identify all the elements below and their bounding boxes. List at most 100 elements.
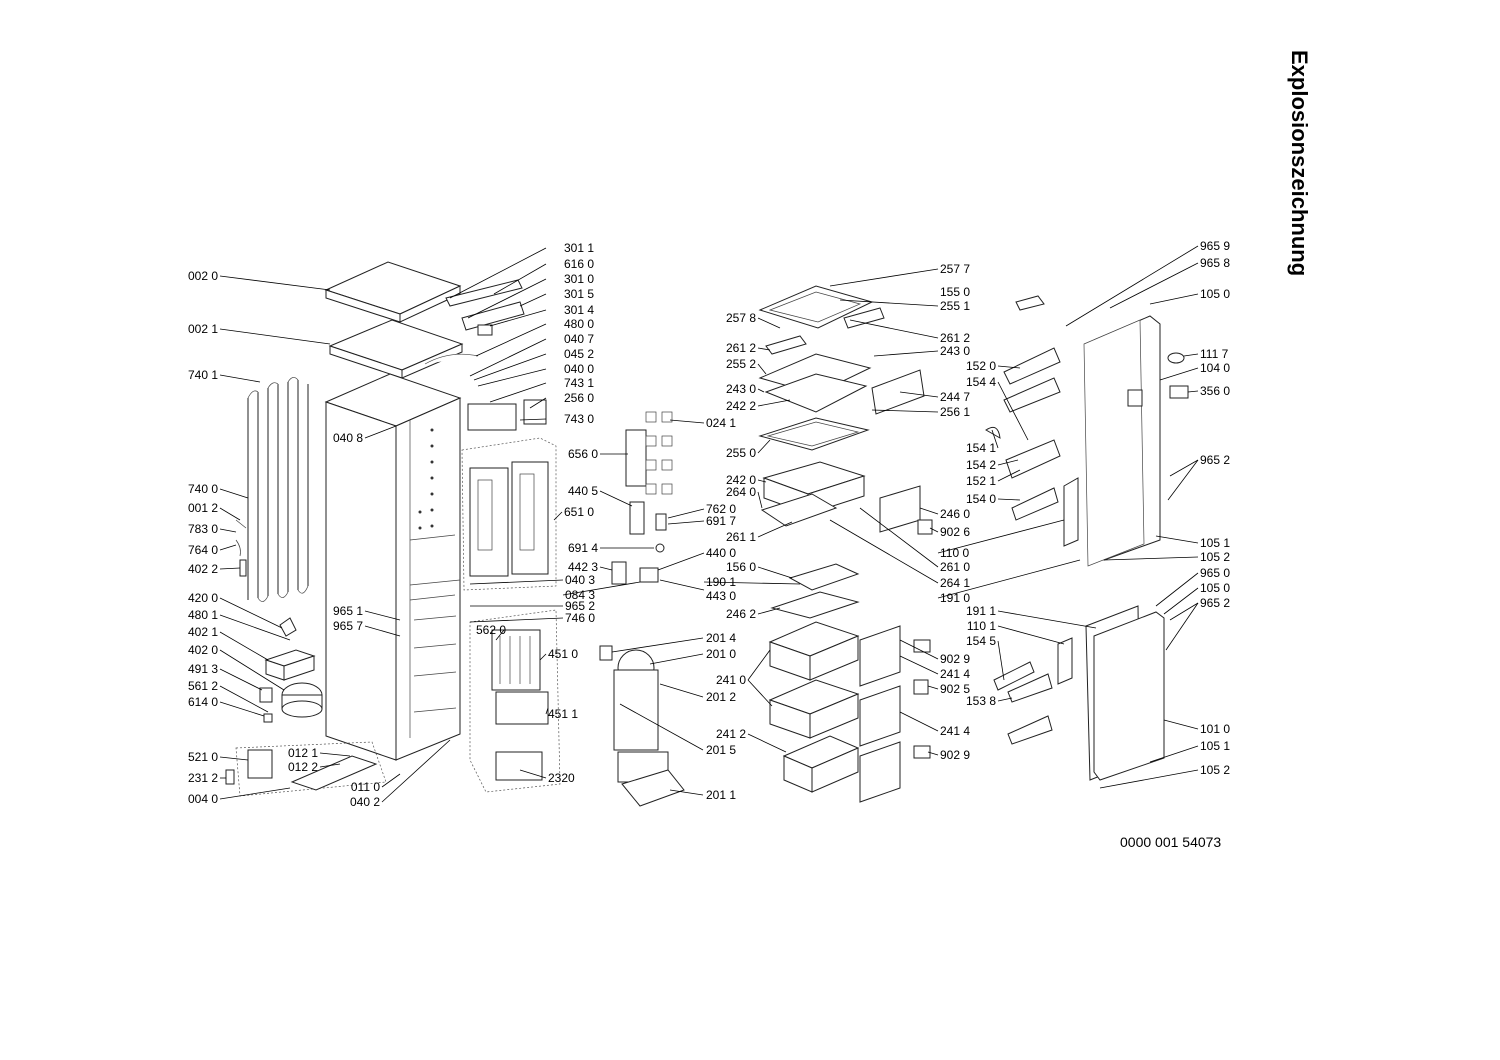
label-153-8: 153 8 <box>966 694 996 708</box>
label-965-7: 965 7 <box>333 619 363 633</box>
compressor <box>259 682 323 718</box>
label-154-0: 154 0 <box>966 492 996 506</box>
label-902-5: 902 5 <box>940 682 970 696</box>
label-451-1: 451 1 <box>548 707 578 721</box>
part-614-0 <box>263 713 273 723</box>
label-040-3: 040 3 <box>565 573 595 587</box>
label-256-0: 256 0 <box>564 391 594 405</box>
label-101-0: 101 0 <box>1200 722 1230 736</box>
part-762-0 <box>655 513 667 531</box>
label-246-2: 246 2 <box>726 607 756 621</box>
shelf-255-0 <box>758 417 870 451</box>
fan-201 <box>599 645 685 807</box>
control-housing-743 <box>467 399 547 431</box>
label-783-0: 783 0 <box>188 522 218 536</box>
label-2320: 2320 <box>548 771 575 785</box>
label-443-0: 443 0 <box>706 589 736 603</box>
part-402-2 <box>239 559 247 577</box>
label-301-0: 301 0 <box>564 272 594 286</box>
part-440-5 <box>629 501 645 535</box>
drawer-fronts-241-4 <box>859 625 901 803</box>
label-154-4: 154 4 <box>966 375 996 389</box>
label-301-4: 301 4 <box>564 303 594 317</box>
label-002-0: 002 0 <box>188 269 218 283</box>
label-105-1-lower: 105 1 <box>1200 739 1230 753</box>
label-154-2: 154 2 <box>966 458 996 472</box>
label-201-1: 201 1 <box>706 788 736 802</box>
part-902-9b <box>913 745 931 759</box>
label-257-7: 257 7 <box>940 262 970 276</box>
crisper-242-0 <box>760 461 866 527</box>
label-012-1: 012 1 <box>288 746 318 760</box>
label-201-5: 201 5 <box>706 743 736 757</box>
lower-door <box>1085 605 1165 781</box>
label-691-4: 691 4 <box>568 541 598 555</box>
label-241-2: 241 2 <box>716 727 746 741</box>
label-243-0-left: 243 0 <box>726 382 756 396</box>
label-231-2: 231 2 <box>188 771 218 785</box>
part-111-7 <box>1167 352 1185 364</box>
label-562-0: 562 0 <box>476 623 506 637</box>
top-cover-upper <box>324 261 462 323</box>
part-420-0 <box>279 617 297 637</box>
strip-301-0 <box>461 301 525 331</box>
label-356-0: 356 0 <box>1200 384 1230 398</box>
label-301-1: 301 1 <box>564 241 594 255</box>
parts-drawing <box>225 261 1189 807</box>
label-111-7: 111 7 <box>1200 347 1229 361</box>
label-480-1: 480 1 <box>188 608 218 622</box>
label-201-0: 201 0 <box>706 647 736 661</box>
part-110-0 <box>1063 477 1079 547</box>
part-261-2b <box>765 335 807 355</box>
upper-door <box>1083 315 1161 567</box>
label-440-0: 440 0 <box>706 546 736 560</box>
label-255-2: 255 2 <box>726 357 756 371</box>
label-762-0: 762 0 <box>706 502 736 516</box>
label-045-2: 045 2 <box>564 347 594 361</box>
part-356-0 <box>1169 385 1189 399</box>
label-965-0: 965 0 <box>1200 566 1230 580</box>
evaporator-651 <box>461 437 557 591</box>
label-965-2-lower: 965 2 <box>1200 596 1230 610</box>
top-cover-lower <box>328 319 464 379</box>
label-902-9-lower: 902 9 <box>940 748 970 762</box>
label-261-2-right: 261 2 <box>940 331 970 345</box>
label-402-0: 402 0 <box>188 643 218 657</box>
label-261-0: 261 0 <box>940 560 970 574</box>
door-shelves-upper <box>1003 347 1061 521</box>
label-402-2: 402 2 <box>188 562 218 576</box>
part-440-0 <box>639 567 659 583</box>
lamp-covers-024 <box>625 411 673 495</box>
label-201-2: 201 2 <box>706 690 736 704</box>
label-156-0: 156 0 <box>726 560 756 574</box>
evaporator-assembly <box>469 609 561 793</box>
label-244-7: 244 7 <box>940 390 970 404</box>
part-246-0 <box>879 485 921 533</box>
label-740-1: 740 1 <box>188 368 218 382</box>
condenser-coil <box>247 377 309 602</box>
label-105-0-top: 105 0 <box>1200 287 1230 301</box>
label-104-0: 104 0 <box>1200 361 1230 375</box>
label-154-1: 154 1 <box>966 441 996 455</box>
label-024-1: 024 1 <box>706 416 736 430</box>
label-264-0: 264 0 <box>726 485 756 499</box>
shelf-246-2 <box>770 591 860 619</box>
label-040-0: 040 0 <box>564 362 594 376</box>
label-246-0: 246 0 <box>940 507 970 521</box>
label-743-0: 743 0 <box>564 412 594 426</box>
label-965-2-center: 965 2 <box>565 599 595 613</box>
label-740-0: 740 0 <box>188 482 218 496</box>
label-442-3: 442 3 <box>568 560 598 574</box>
label-152-1: 152 1 <box>966 474 996 488</box>
label-110-1: 110 1 <box>967 619 996 633</box>
label-191-1: 191 1 <box>966 604 996 618</box>
label-255-1: 255 1 <box>940 299 970 313</box>
part-902-6 <box>917 519 933 535</box>
label-191-0: 191 0 <box>940 591 970 605</box>
part-231-2 <box>225 769 235 785</box>
label-255-0: 255 0 <box>726 446 756 460</box>
part-155-0 <box>1015 295 1045 311</box>
label-261-1: 261 1 <box>726 530 756 544</box>
part-110-1 <box>1057 637 1073 685</box>
